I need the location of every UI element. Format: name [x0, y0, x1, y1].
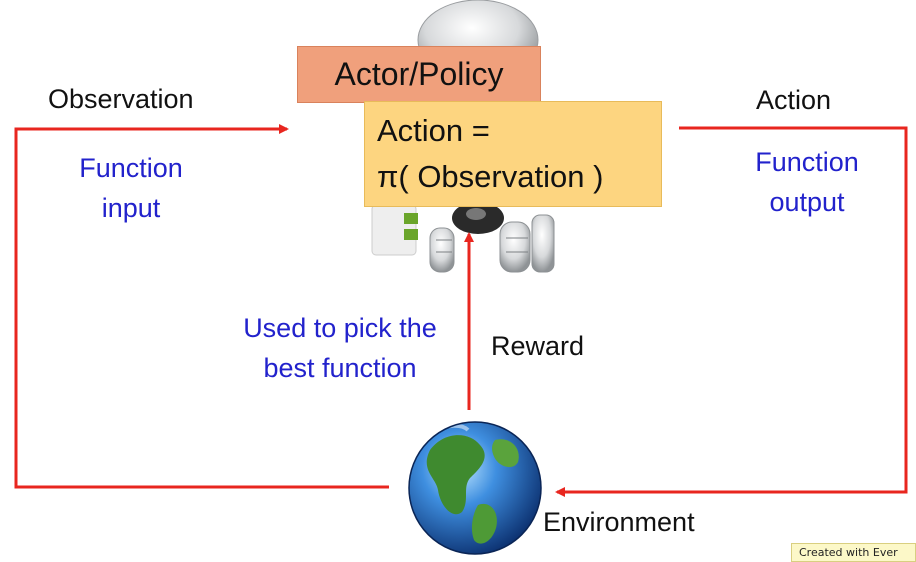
- action-arrow: [555, 126, 908, 497]
- policy-function-line-1: Action =: [377, 113, 490, 148]
- environment-label: Environment: [543, 507, 695, 537]
- function-output-label: Function output: [755, 147, 859, 217]
- watermark-text: Created with Ever: [799, 546, 898, 559]
- globe-icon: [408, 421, 542, 555]
- created-with-watermark[interactable]: Created with Ever: [791, 543, 916, 562]
- policy-function-box: Action = π( Observation ): [364, 101, 662, 207]
- function-input-label: Function input: [79, 153, 183, 223]
- action-label: Action: [756, 85, 832, 115]
- actor-policy-label: Actor/Policy: [334, 56, 504, 92]
- actor-policy-box: Actor/Policy: [297, 46, 541, 103]
- reward-label: Reward: [491, 331, 585, 361]
- policy-function-line-2: π( Observation ): [377, 159, 604, 194]
- observation-arrow: [14, 124, 389, 489]
- used-to-pick-label: Used to pick the best function: [243, 313, 437, 383]
- observation-label: Observation: [48, 84, 194, 114]
